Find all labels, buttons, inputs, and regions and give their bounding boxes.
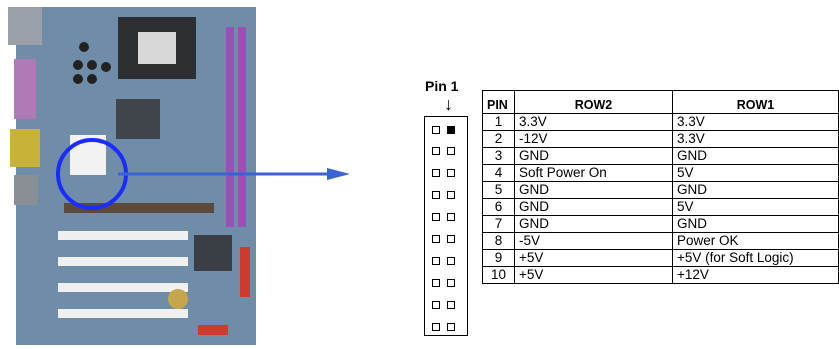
io-audio bbox=[14, 175, 38, 205]
northbridge bbox=[116, 99, 160, 139]
pin-row1 bbox=[447, 169, 455, 177]
southbridge bbox=[194, 235, 232, 271]
row2-signal: Soft Power On bbox=[514, 164, 673, 182]
ide-connector bbox=[240, 247, 250, 297]
row1-signal: 5V bbox=[672, 164, 839, 182]
io-ps2 bbox=[8, 7, 42, 45]
row2-signal: +5V bbox=[514, 266, 673, 284]
pin-pair bbox=[432, 191, 455, 201]
pin-row1 bbox=[447, 301, 455, 309]
row1-signal: 3.3V bbox=[672, 113, 839, 131]
pci-slot-3 bbox=[58, 283, 188, 292]
pin-pair bbox=[432, 213, 455, 223]
pin-number: 3 bbox=[482, 147, 515, 165]
row2-signal: GND bbox=[514, 198, 673, 216]
pin-row1 bbox=[447, 147, 455, 155]
pin-number: 2 bbox=[482, 130, 515, 148]
pin-pair bbox=[432, 147, 455, 157]
pin-row1 bbox=[447, 279, 455, 287]
dimm-slot-2 bbox=[238, 27, 246, 227]
pin-row1 bbox=[447, 257, 455, 265]
pin-row1 bbox=[447, 213, 455, 221]
row1-signal: +5V (for Soft Logic) bbox=[672, 249, 839, 267]
pin-1-marker bbox=[447, 126, 455, 134]
pin-row1 bbox=[447, 323, 455, 331]
pin-number: 9 bbox=[482, 249, 515, 267]
table-row: 10+5V+12V bbox=[482, 266, 839, 284]
pin-row2 bbox=[432, 147, 440, 155]
pin-pair bbox=[432, 169, 455, 179]
pin-number: 8 bbox=[482, 232, 515, 250]
pin-number: 1 bbox=[482, 113, 515, 131]
row1-signal: GND bbox=[672, 181, 839, 199]
column-header-pin: PIN bbox=[482, 90, 515, 114]
pin-number: 6 bbox=[482, 198, 515, 216]
pin-row2 bbox=[432, 279, 440, 287]
pci-slot-2 bbox=[58, 257, 188, 266]
pin1-down-arrow-icon: ↓ bbox=[444, 94, 453, 114]
pin-pair bbox=[432, 235, 455, 245]
row1-signal: +12V bbox=[672, 266, 839, 284]
pin-row2 bbox=[432, 235, 440, 243]
table-row: 9+5V+5V (for Soft Logic) bbox=[482, 249, 839, 267]
pin-row1 bbox=[447, 235, 455, 243]
pin-pair bbox=[432, 279, 455, 289]
row2-signal: GND bbox=[514, 147, 673, 165]
row2-signal: GND bbox=[514, 181, 673, 199]
pin-row2 bbox=[432, 191, 440, 199]
row1-signal: 3.3V bbox=[672, 130, 839, 148]
pin-header-diagram bbox=[424, 116, 468, 336]
pin-pair bbox=[432, 323, 455, 333]
row1-signal: GND bbox=[672, 215, 839, 233]
pin1-label: Pin 1 bbox=[425, 78, 459, 94]
row2-signal: -5V bbox=[514, 232, 673, 250]
row2-signal: +5V bbox=[514, 249, 673, 267]
pin-row2 bbox=[432, 301, 440, 309]
pci-slot-4 bbox=[58, 309, 188, 318]
row2-signal: -12V bbox=[514, 130, 673, 148]
pin-row2 bbox=[432, 213, 440, 221]
pin-number: 5 bbox=[482, 181, 515, 199]
pin-row2 bbox=[432, 323, 440, 331]
pin-row2 bbox=[432, 257, 440, 265]
pin-pair bbox=[432, 126, 455, 136]
column-header-row2: ROW2 bbox=[514, 90, 673, 114]
pin-row2 bbox=[432, 169, 440, 177]
column-header-row1: ROW1 bbox=[672, 90, 839, 114]
pci-slot-1 bbox=[58, 231, 188, 240]
agp-slot bbox=[64, 203, 214, 213]
cmos-battery bbox=[168, 289, 188, 309]
motherboard-image bbox=[8, 7, 266, 345]
pin-row1 bbox=[447, 191, 455, 199]
pin-row2 bbox=[432, 126, 440, 134]
row2-signal: GND bbox=[514, 215, 673, 233]
io-parallel bbox=[14, 59, 36, 119]
pin-number: 10 bbox=[482, 266, 515, 284]
pin-pair bbox=[432, 301, 455, 311]
table-header-row: PIN ROW2 ROW1 bbox=[482, 90, 839, 114]
row1-signal: Power OK bbox=[672, 232, 839, 250]
dimm-slot-1 bbox=[226, 27, 234, 227]
row1-signal: GND bbox=[672, 147, 839, 165]
pin-number: 4 bbox=[482, 164, 515, 182]
pin-pair bbox=[432, 257, 455, 267]
row1-signal: 5V bbox=[672, 198, 839, 216]
io-vga bbox=[10, 129, 40, 167]
row2-signal: 3.3V bbox=[514, 113, 673, 131]
pin-number: 7 bbox=[482, 215, 515, 233]
